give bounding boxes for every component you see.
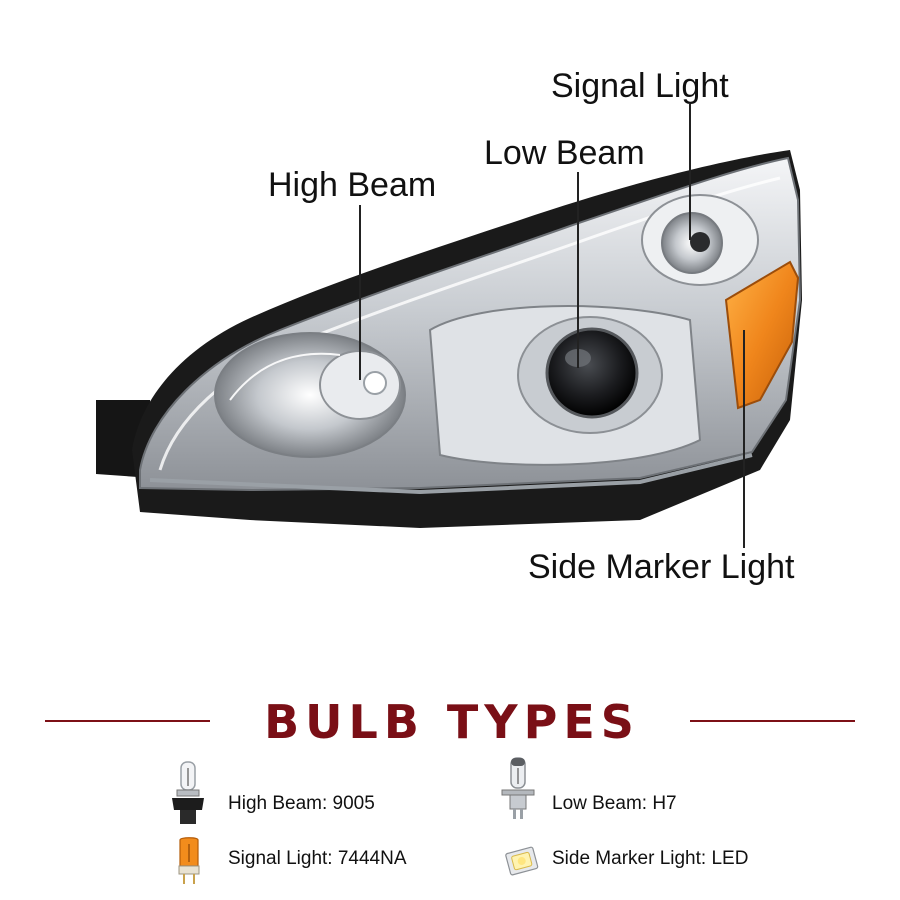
headlight-illustration bbox=[96, 104, 802, 548]
high-beam-callout: High Beam bbox=[268, 166, 437, 204]
bulb-signal-light: Signal Light: 7444NA bbox=[228, 848, 407, 869]
bulb-types-header: BULB TYPES bbox=[0, 698, 900, 748]
amber-wedge-bulb-icon bbox=[178, 837, 200, 884]
header-rule-right bbox=[690, 720, 855, 722]
bulb-high-beam: High Beam: 9005 bbox=[228, 793, 375, 814]
signal-light-callout: Signal Light bbox=[551, 67, 729, 105]
side-marker-light-callout: Side Marker Light bbox=[528, 548, 795, 586]
led-chip-icon bbox=[505, 846, 539, 876]
bulb-side-marker-light: Side Marker Light: LED bbox=[552, 848, 749, 869]
high-beam-bulb bbox=[363, 371, 387, 395]
halogen-h7-bulb-icon bbox=[501, 757, 535, 819]
low-beam-callout: Low Beam bbox=[484, 134, 645, 172]
bulb-low-beam: Low Beam: H7 bbox=[552, 793, 677, 814]
halogen-9005-bulb-icon bbox=[172, 761, 204, 824]
low-beam-projector bbox=[545, 327, 639, 419]
header-rule-left bbox=[45, 720, 210, 722]
section-title: BULB TYPES bbox=[264, 695, 640, 749]
